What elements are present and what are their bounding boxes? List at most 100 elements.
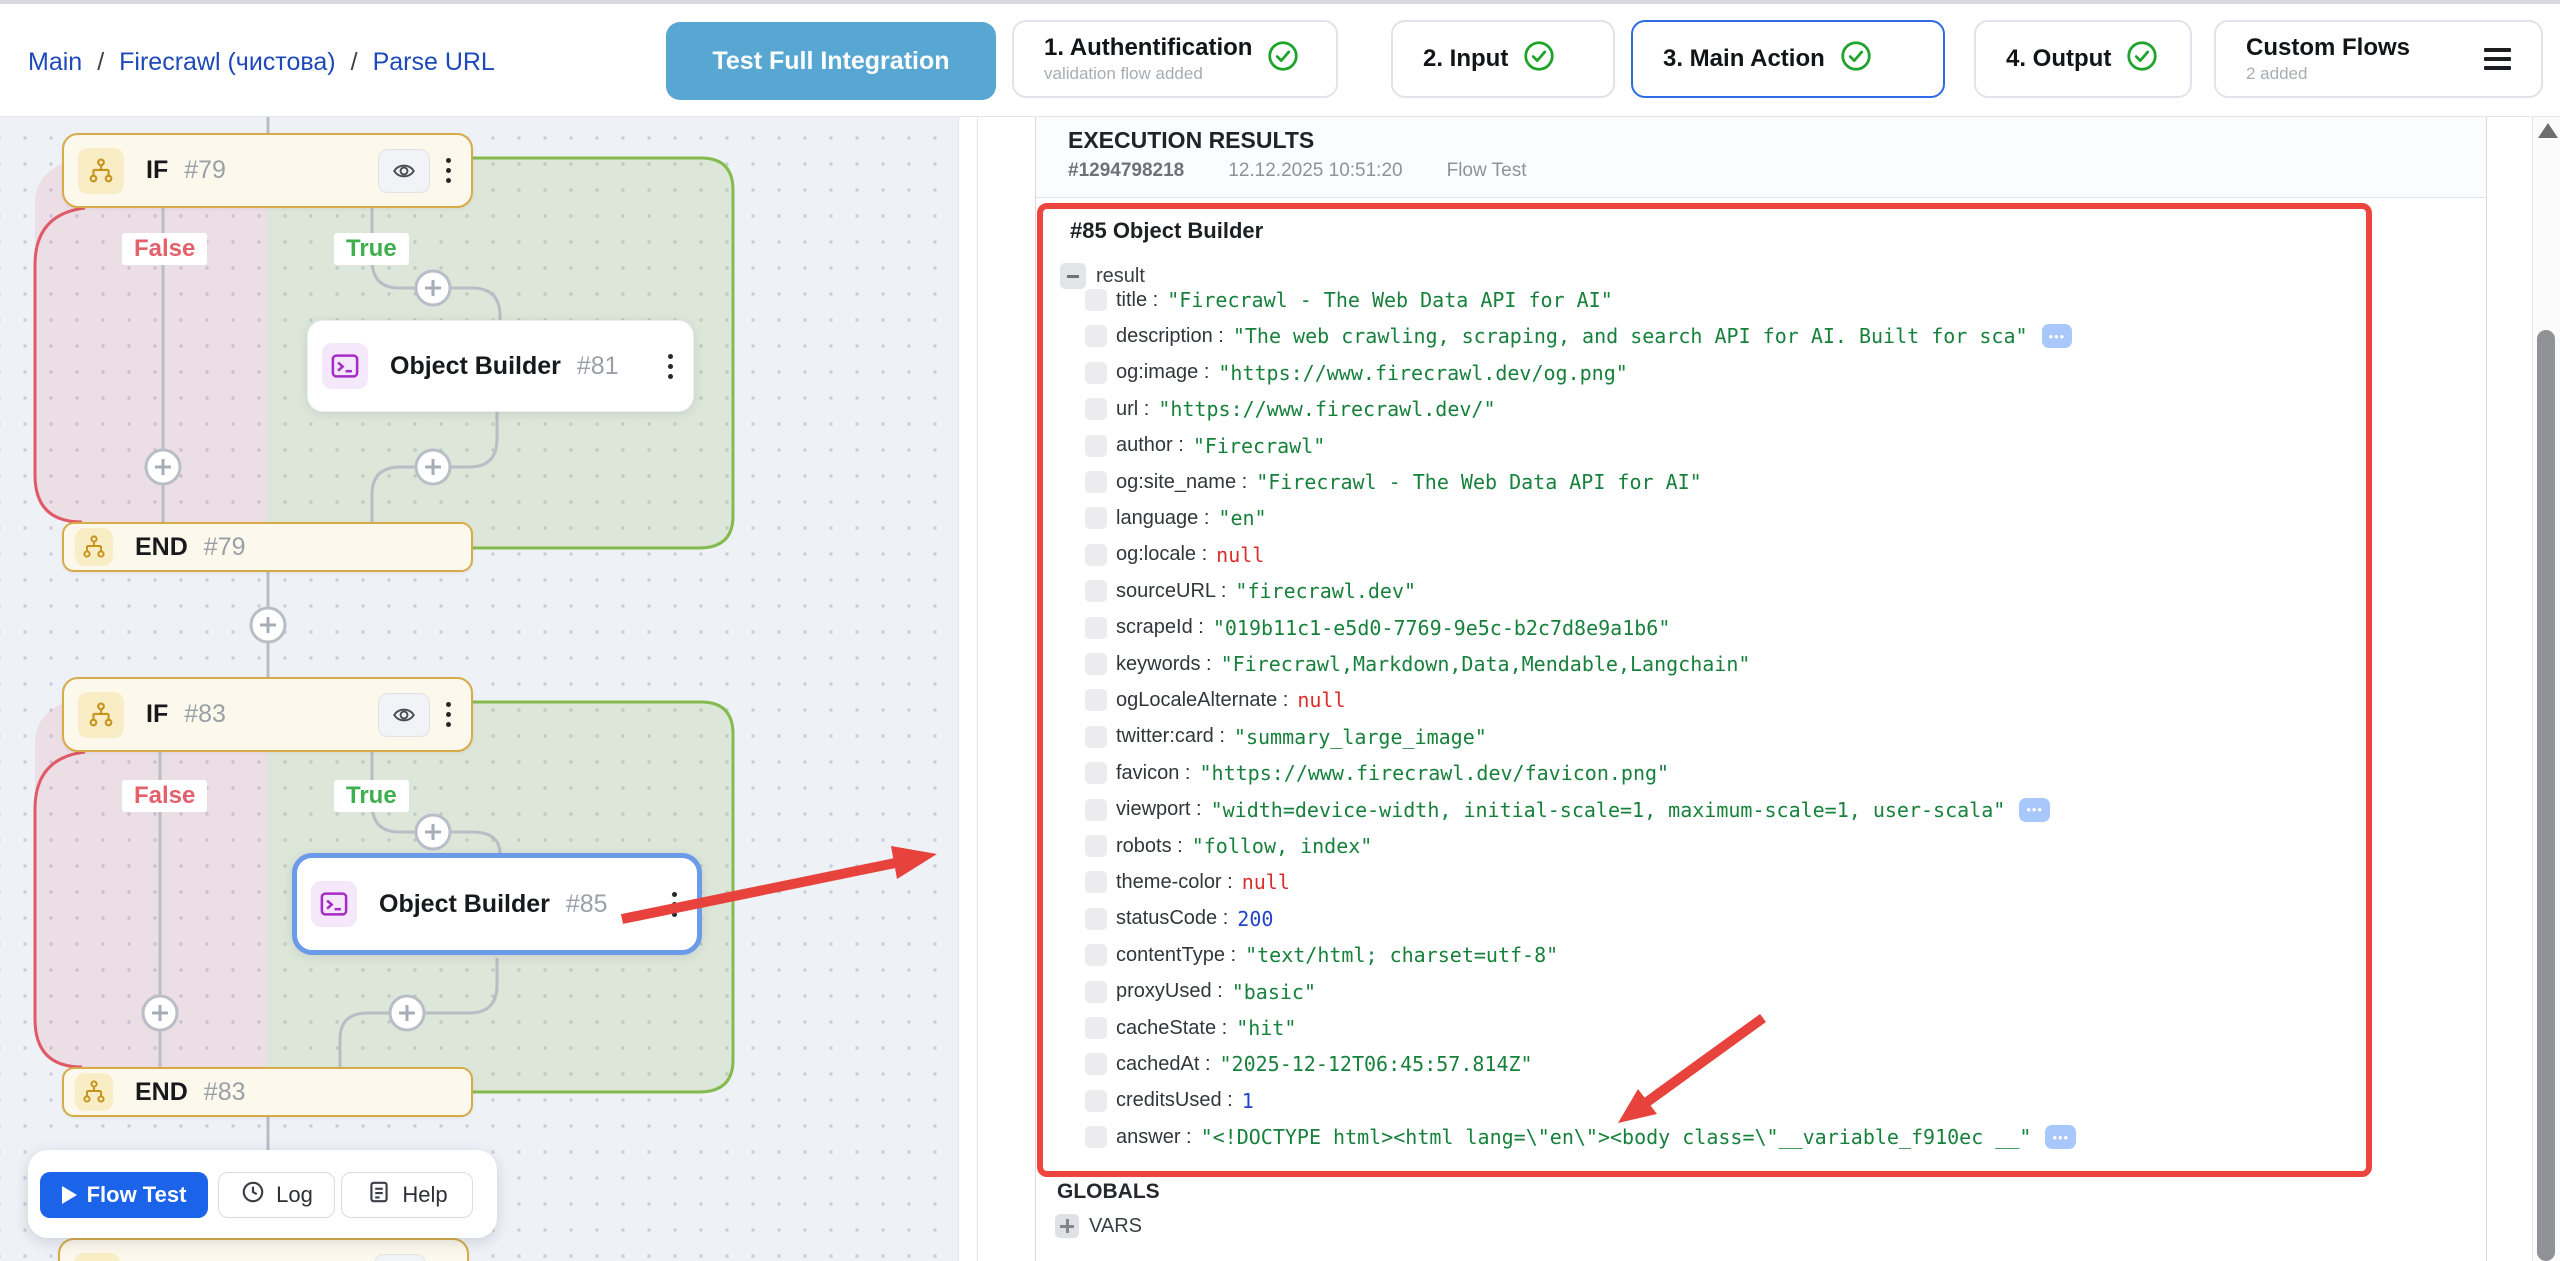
test-full-integration-button[interactable]: Test Full Integration bbox=[666, 22, 996, 100]
breadcrumb-main[interactable]: Main bbox=[28, 47, 83, 76]
node-end-83[interactable]: END #83 bbox=[62, 1067, 473, 1117]
step-label: 2. Input bbox=[1423, 45, 1509, 72]
expand-value-badge[interactable]: ••• bbox=[2019, 797, 2050, 822]
tree-key: cachedAt : bbox=[1116, 1052, 1211, 1075]
row-checkbox[interactable] bbox=[1085, 325, 1107, 348]
expand-plus-icon[interactable] bbox=[1055, 1214, 1079, 1238]
breadcrumb-parse-url[interactable]: Parse URL bbox=[372, 47, 495, 76]
row-checkbox[interactable] bbox=[1085, 1017, 1107, 1039]
row-checkbox[interactable] bbox=[1085, 725, 1107, 748]
scroll-up-arrow-icon[interactable] bbox=[2538, 123, 2558, 138]
flow-test-button[interactable]: Flow Test bbox=[40, 1172, 208, 1218]
node-label: IF bbox=[146, 156, 169, 184]
panel-scrollbar-thumb[interactable] bbox=[2537, 330, 2555, 1261]
kebab-menu[interactable] bbox=[446, 158, 451, 183]
row-checkbox[interactable] bbox=[1085, 1053, 1107, 1076]
row-checkbox[interactable] bbox=[1085, 798, 1107, 821]
row-checkbox[interactable] bbox=[1085, 616, 1107, 639]
tree-row: contentType : "text/html; charset=utf-8" bbox=[1085, 940, 1558, 970]
branch-label-false: False bbox=[122, 780, 208, 812]
step-authentification-button[interactable]: 1. Authentification validation flow adde… bbox=[1012, 20, 1338, 98]
node-object-builder-85[interactable]: Object Builder #85 bbox=[292, 853, 702, 955]
row-checkbox[interactable] bbox=[1085, 361, 1107, 384]
row-checkbox[interactable] bbox=[1085, 762, 1107, 785]
node-label: Object Builder bbox=[390, 351, 561, 380]
tree-row: description : "The web crawling, scrapin… bbox=[1085, 321, 2073, 351]
tree-root-label: result bbox=[1096, 264, 1145, 287]
row-checkbox[interactable] bbox=[1085, 689, 1107, 712]
row-checkbox[interactable] bbox=[1085, 944, 1107, 967]
tree-value: "Firecrawl - The Web Data API for AI" bbox=[1167, 288, 1613, 312]
tree-key: sourceURL : bbox=[1116, 579, 1227, 602]
tree-row: statusCode : 200 bbox=[1085, 904, 1273, 934]
step-input-button[interactable]: 2. Input bbox=[1391, 20, 1615, 98]
step-main-action-button[interactable]: 3. Main Action bbox=[1631, 20, 1945, 98]
log-button[interactable]: Log bbox=[218, 1172, 335, 1218]
tree-value: "2025-12-12T06:45:57.814Z" bbox=[1219, 1052, 1533, 1077]
terminal-icon bbox=[322, 343, 368, 389]
node-label: END bbox=[135, 532, 188, 561]
breadcrumb-firecrawl[interactable]: Firecrawl (чистова) bbox=[119, 47, 336, 76]
row-checkbox[interactable] bbox=[1085, 835, 1107, 857]
node-if-79[interactable]: IF #79 bbox=[62, 133, 473, 208]
canvas-scrollbar-gutter[interactable] bbox=[958, 117, 978, 1261]
row-checkbox[interactable] bbox=[1085, 1126, 1107, 1149]
row-checkbox[interactable] bbox=[1085, 1089, 1107, 1112]
terminal-icon bbox=[311, 881, 357, 927]
tree-row: language : "en" bbox=[1085, 503, 1267, 533]
check-circle-icon bbox=[1841, 40, 1871, 78]
add-node-plus-icons bbox=[141, 269, 452, 1032]
row-checkbox[interactable] bbox=[1085, 289, 1107, 311]
row-checkbox[interactable] bbox=[1085, 434, 1107, 457]
tree-key: twitter:card : bbox=[1116, 725, 1225, 748]
tree-value: "https://www.firecrawl.dev/" bbox=[1158, 397, 1496, 422]
tree-row: proxyUsed : "basic" bbox=[1085, 977, 1316, 1007]
tree-key: statusCode : bbox=[1116, 907, 1229, 930]
row-checkbox[interactable] bbox=[1085, 580, 1107, 603]
kebab-menu[interactable] bbox=[672, 891, 677, 917]
tree-value: "https://www.firecrawl.dev/favicon.png" bbox=[1199, 761, 1670, 786]
expand-value-badge[interactable]: ••• bbox=[2045, 1125, 2077, 1150]
collapse-toggle[interactable] bbox=[1060, 263, 1086, 289]
tree-row: creditsUsed : 1 bbox=[1085, 1086, 1254, 1116]
eye-button[interactable] bbox=[374, 1253, 426, 1261]
node-if-86[interactable]: IF #86 bbox=[58, 1238, 469, 1261]
row-checkbox[interactable] bbox=[1085, 398, 1107, 421]
node-if-83[interactable]: IF #83 bbox=[62, 677, 473, 752]
tree-key: answer : bbox=[1116, 1125, 1192, 1148]
vars-label: VARS bbox=[1089, 1214, 1142, 1237]
tree-value: "The web crawling, scraping, and search … bbox=[1232, 324, 2028, 349]
tree-value: 1 bbox=[1241, 1088, 1254, 1113]
tree-key: ogLocaleAlternate : bbox=[1116, 688, 1289, 711]
eye-button[interactable] bbox=[378, 692, 430, 737]
expand-value-badge[interactable]: ••• bbox=[2041, 324, 2073, 349]
row-checkbox[interactable] bbox=[1085, 471, 1107, 493]
node-label: END bbox=[135, 1077, 188, 1106]
tree-row: cacheState : "hit" bbox=[1085, 1013, 1296, 1043]
row-checkbox[interactable] bbox=[1085, 871, 1107, 894]
node-object-builder-81[interactable]: Object Builder #81 bbox=[307, 320, 694, 412]
tree-row: scrapeId : "019b11c1-e5d0-7769-9e5c-b2c7… bbox=[1085, 613, 1670, 643]
kebab-menu[interactable] bbox=[446, 702, 451, 727]
node-end-79[interactable]: END #79 bbox=[62, 522, 473, 572]
row-checkbox[interactable] bbox=[1085, 653, 1107, 675]
tree-value: null bbox=[1297, 688, 1346, 713]
step-output-button[interactable]: 4. Output bbox=[1974, 20, 2192, 98]
globals-title: GLOBALS bbox=[1057, 1180, 1160, 1203]
tree-value: "basic" bbox=[1231, 979, 1317, 1004]
row-checkbox[interactable] bbox=[1085, 980, 1107, 1003]
row-checkbox[interactable] bbox=[1085, 507, 1107, 530]
tree-value: null bbox=[1216, 542, 1265, 567]
row-checkbox[interactable] bbox=[1085, 907, 1107, 930]
custom-flows-button[interactable]: Custom Flows 2 added bbox=[2214, 20, 2543, 98]
help-button[interactable]: Help bbox=[341, 1172, 473, 1218]
tree-row: cachedAt : "2025-12-12T06:45:57.814Z" bbox=[1085, 1049, 1533, 1079]
flow-canvas[interactable]: False True False True IF #79 Object Buil… bbox=[0, 117, 958, 1261]
branch-label-true: True bbox=[334, 780, 409, 812]
branch-icon bbox=[78, 147, 124, 194]
eye-button[interactable] bbox=[378, 148, 430, 193]
tree-row: favicon : "https://www.firecrawl.dev/fav… bbox=[1085, 758, 1669, 788]
kebab-menu[interactable] bbox=[668, 353, 673, 379]
canvas-toolbar: Flow Test Log Help bbox=[28, 1150, 497, 1238]
row-checkbox[interactable] bbox=[1085, 543, 1107, 566]
